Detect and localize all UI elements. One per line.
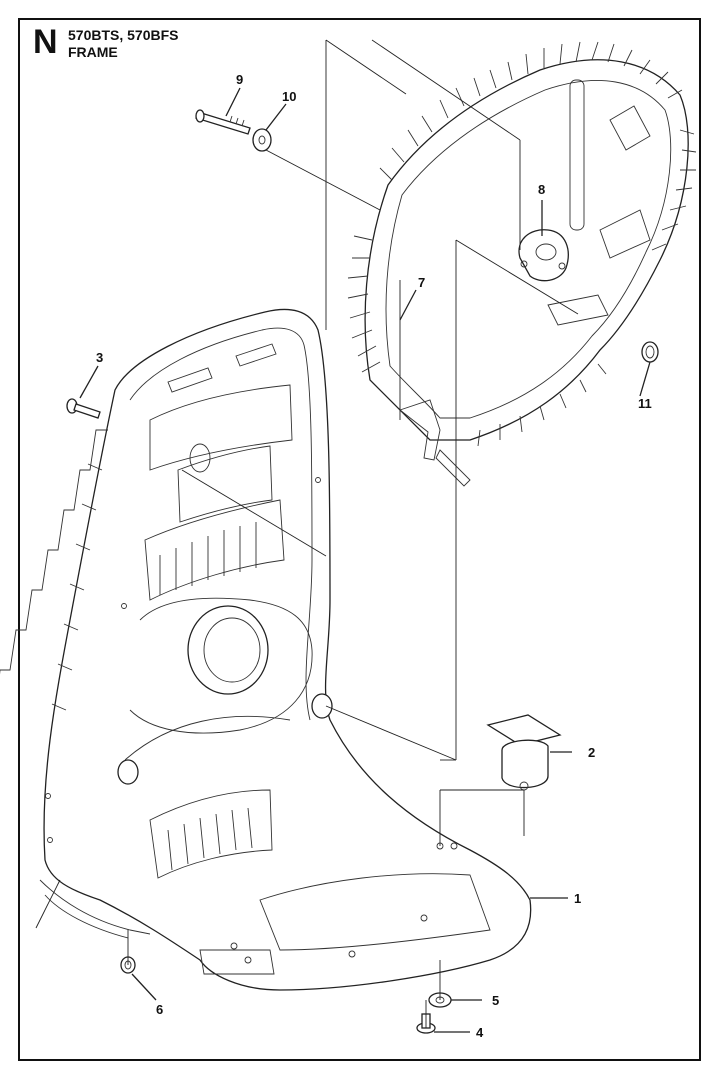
callout-4: 4 (476, 1025, 484, 1040)
callout-2: 2 (588, 745, 595, 760)
page-border (18, 18, 701, 1061)
assembly-reference-lines (35, 39, 579, 1028)
part-9-bolt (195, 109, 251, 135)
diagram-title: FRAME (68, 44, 118, 60)
callout-10: 10 (282, 89, 296, 104)
part-3-screw (66, 398, 101, 419)
callout-9: 9 (236, 72, 243, 87)
part-10-washer (252, 128, 272, 152)
back-frame-part (0, 308, 532, 991)
section-letter: N (33, 23, 58, 61)
callout-numbers: 1 2 3 4 5 6 7 8 9 10 11 (96, 72, 652, 1040)
fan-housing-part (347, 41, 697, 487)
callout-5: 5 (492, 993, 499, 1008)
part-8-isolator (518, 229, 569, 282)
callout-3: 3 (96, 350, 103, 365)
housing-fins (347, 41, 697, 447)
callout-7: 7 (418, 275, 425, 290)
callout-leader-lines (79, 87, 651, 1033)
part-2-pad (486, 714, 562, 791)
callout-11: 11 (638, 396, 652, 411)
part-11-plug (641, 341, 659, 363)
callout-8: 8 (538, 182, 545, 197)
callout-6: 6 (156, 1002, 163, 1017)
model-numbers: 570BTS, 570BFS (68, 27, 179, 43)
callout-1: 1 (574, 891, 581, 906)
